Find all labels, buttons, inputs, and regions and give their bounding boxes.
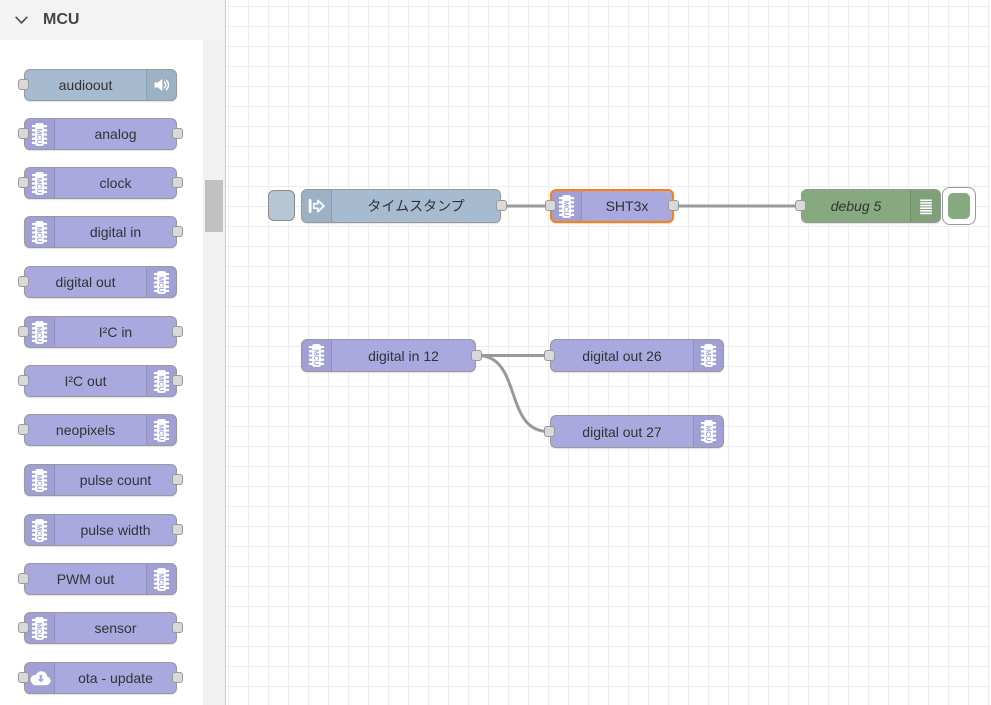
node-input-port[interactable] bbox=[18, 424, 29, 435]
palette-node-label: clock bbox=[99, 175, 132, 191]
node-label: digital out 26 bbox=[582, 347, 662, 364]
palette-node-pwm-out[interactable]: PWM out bbox=[18, 563, 177, 595]
node-input-port[interactable] bbox=[18, 375, 29, 386]
cloud-download-icon bbox=[25, 663, 55, 693]
speaker-icon bbox=[146, 70, 176, 100]
inject-arrow-icon bbox=[302, 190, 332, 222]
mcu-chip-icon bbox=[25, 515, 55, 545]
palette-scrollbar[interactable] bbox=[203, 40, 225, 705]
palette-node-digital-out[interactable]: digital out bbox=[18, 266, 177, 298]
node-input-port[interactable] bbox=[18, 79, 29, 90]
debug-toggle-state bbox=[948, 193, 970, 219]
palette-node-list: audioout analog clock digital in digital… bbox=[0, 40, 203, 705]
mcu-chip-icon bbox=[552, 191, 582, 221]
palette-node-label: ota - update bbox=[78, 670, 153, 686]
palette-node-ota-update[interactable]: ota - update bbox=[18, 662, 183, 694]
node-output-port[interactable] bbox=[172, 177, 183, 188]
mcu-chip-icon bbox=[25, 168, 55, 198]
node-input-port[interactable] bbox=[544, 349, 555, 361]
palette-node-label: pulse count bbox=[79, 472, 152, 488]
palette-node-neopixels[interactable]: neopixels bbox=[18, 414, 177, 446]
inject-button[interactable] bbox=[268, 190, 295, 221]
palette-node-label: pulse width bbox=[80, 522, 151, 538]
node-output-port[interactable] bbox=[471, 349, 482, 361]
canvas-node-sht3x[interactable]: SHT3x bbox=[545, 189, 679, 223]
palette-node-label: I²C in bbox=[98, 324, 133, 340]
node-output-port[interactable] bbox=[496, 200, 507, 211]
wire[interactable] bbox=[476, 354, 550, 433]
palette-node-label: PWM out bbox=[56, 571, 115, 587]
palette-node-label: audioout bbox=[58, 77, 113, 93]
node-input-port[interactable] bbox=[18, 276, 29, 287]
canvas-node-debug[interactable]: debug 5 bbox=[795, 189, 941, 223]
mcu-chip-icon bbox=[146, 564, 176, 594]
palette-node-pulse-count[interactable]: pulse count bbox=[24, 464, 183, 496]
node-output-port[interactable] bbox=[172, 326, 183, 337]
palette-node-label: neopixels bbox=[55, 422, 116, 438]
debug-lines-icon bbox=[910, 190, 940, 222]
node-palette: MCU audioout analog clock digital in bbox=[0, 0, 225, 705]
chevron-down-icon bbox=[14, 14, 29, 26]
node-input-port[interactable] bbox=[544, 425, 555, 437]
mcu-chip-icon bbox=[146, 366, 176, 396]
mcu-chip-icon bbox=[146, 415, 176, 445]
palette-node-pulse-width[interactable]: pulse width bbox=[24, 514, 183, 546]
flow-canvas[interactable]: タイムスタンプ SHT3x debug 5 digital in 12 digi… bbox=[225, 0, 991, 705]
node-label: SHT3x bbox=[605, 198, 649, 214]
canvas-node-digital-in-12[interactable]: digital in 12 bbox=[301, 339, 482, 372]
palette-node-digital-in[interactable]: digital in bbox=[24, 216, 183, 248]
palette-node-sensor[interactable]: sensor bbox=[18, 612, 183, 644]
node-input-port[interactable] bbox=[795, 200, 806, 211]
palette-node-analog[interactable]: analog bbox=[18, 118, 183, 150]
palette-node-i2c-out[interactable]: I²C out bbox=[18, 365, 183, 397]
node-label: digital out 27 bbox=[582, 423, 662, 440]
mcu-chip-icon bbox=[693, 416, 723, 447]
node-output-port[interactable] bbox=[172, 226, 183, 237]
node-output-port[interactable] bbox=[172, 128, 183, 139]
mcu-chip-icon bbox=[25, 317, 55, 347]
node-label: debug 5 bbox=[830, 198, 882, 214]
node-input-port[interactable] bbox=[18, 672, 29, 683]
palette-node-i2c-in[interactable]: I²C in bbox=[18, 316, 183, 348]
node-output-port[interactable] bbox=[172, 672, 183, 683]
node-input-port[interactable] bbox=[18, 622, 29, 633]
palette-node-audioout[interactable]: audioout bbox=[18, 69, 177, 101]
palette-node-clock[interactable]: clock bbox=[18, 167, 183, 199]
palette-category-mcu[interactable]: MCU bbox=[0, 0, 225, 40]
debug-toggle-button[interactable] bbox=[942, 187, 976, 225]
mcu-chip-icon bbox=[25, 217, 55, 247]
node-output-port[interactable] bbox=[172, 375, 183, 386]
canvas-node-digital-out-27[interactable]: digital out 27 bbox=[544, 415, 724, 448]
palette-node-label: digital out bbox=[55, 274, 116, 290]
node-output-port[interactable] bbox=[668, 200, 679, 211]
palette-node-label: analog bbox=[94, 126, 137, 142]
mcu-chip-icon bbox=[25, 465, 55, 495]
palette-scrollbar-thumb[interactable] bbox=[205, 180, 223, 232]
palette-node-label: digital in bbox=[89, 224, 142, 240]
node-output-port[interactable] bbox=[172, 474, 183, 485]
palette-node-label: sensor bbox=[94, 620, 137, 636]
node-input-port[interactable] bbox=[545, 200, 556, 211]
node-output-port[interactable] bbox=[172, 524, 183, 535]
node-label: digital in 12 bbox=[368, 347, 439, 364]
node-input-port[interactable] bbox=[18, 177, 29, 188]
node-input-port[interactable] bbox=[18, 128, 29, 139]
palette-category-label: MCU bbox=[43, 11, 80, 28]
canvas-node-digital-out-26[interactable]: digital out 26 bbox=[544, 339, 724, 372]
node-label: タイムスタンプ bbox=[367, 198, 465, 214]
node-input-port[interactable] bbox=[18, 326, 29, 337]
palette-node-label: I²C out bbox=[64, 373, 107, 389]
node-output-port[interactable] bbox=[172, 622, 183, 633]
wire-layer bbox=[476, 204, 801, 433]
node-input-port[interactable] bbox=[18, 573, 29, 584]
mcu-chip-icon bbox=[146, 267, 176, 297]
canvas-node-inject[interactable]: タイムスタンプ bbox=[301, 189, 507, 223]
mcu-chip-icon bbox=[25, 613, 55, 643]
mcu-chip-icon bbox=[693, 340, 723, 371]
mcu-chip-icon bbox=[25, 119, 55, 149]
mcu-chip-icon bbox=[302, 340, 332, 371]
